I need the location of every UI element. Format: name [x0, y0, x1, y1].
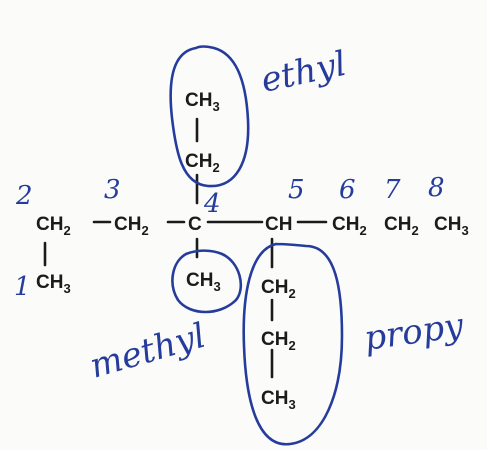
atom-c2: CH2 — [36, 214, 71, 238]
locant-numbers: 1 2 3 4 5 6 7 8 — [14, 173, 445, 302]
methyl-label: methyl — [85, 316, 209, 387]
methyl-group-circle — [171, 249, 243, 314]
locant-5: 5 — [288, 175, 305, 205]
atom-c1: CH3 — [36, 272, 71, 296]
atom-propyl-ch2-b: CH2 — [261, 329, 296, 353]
atom-ethyl-ch3: CH3 — [185, 90, 220, 114]
atom-propyl-ch3: CH3 — [261, 388, 296, 412]
locant-8: 8 — [428, 173, 445, 203]
atoms: CH2 CH2 C CH CH2 CH2 CH3 CH3 CH3 CH2 CH3 — [36, 90, 469, 412]
locant-3: 3 — [104, 175, 121, 205]
atom-c7: CH2 — [384, 214, 419, 238]
locant-2: 2 — [15, 181, 33, 211]
ink-circles — [169, 45, 344, 446]
atom-ethyl-ch2: CH2 — [185, 151, 220, 175]
atom-c8: CH3 — [434, 214, 469, 238]
locant-7: 7 — [384, 175, 401, 205]
atom-propyl-ch2-a: CH2 — [261, 277, 296, 301]
atom-methyl-ch3: CH3 — [186, 270, 221, 294]
propyl-group-circle — [242, 242, 344, 446]
atom-c6: CH2 — [332, 214, 367, 238]
ethyl-label: ethyl — [258, 44, 350, 101]
atom-c5: CH — [265, 214, 292, 235]
propyl-label: propy — [362, 305, 467, 359]
atom-c4: C — [188, 214, 202, 235]
ethyl-group-circle — [169, 45, 250, 188]
locant-4: 4 — [203, 189, 221, 219]
locant-1: 1 — [14, 272, 31, 302]
locant-6: 6 — [339, 175, 356, 205]
bonds — [43, 117, 328, 379]
atom-c3: CH2 — [114, 214, 149, 238]
